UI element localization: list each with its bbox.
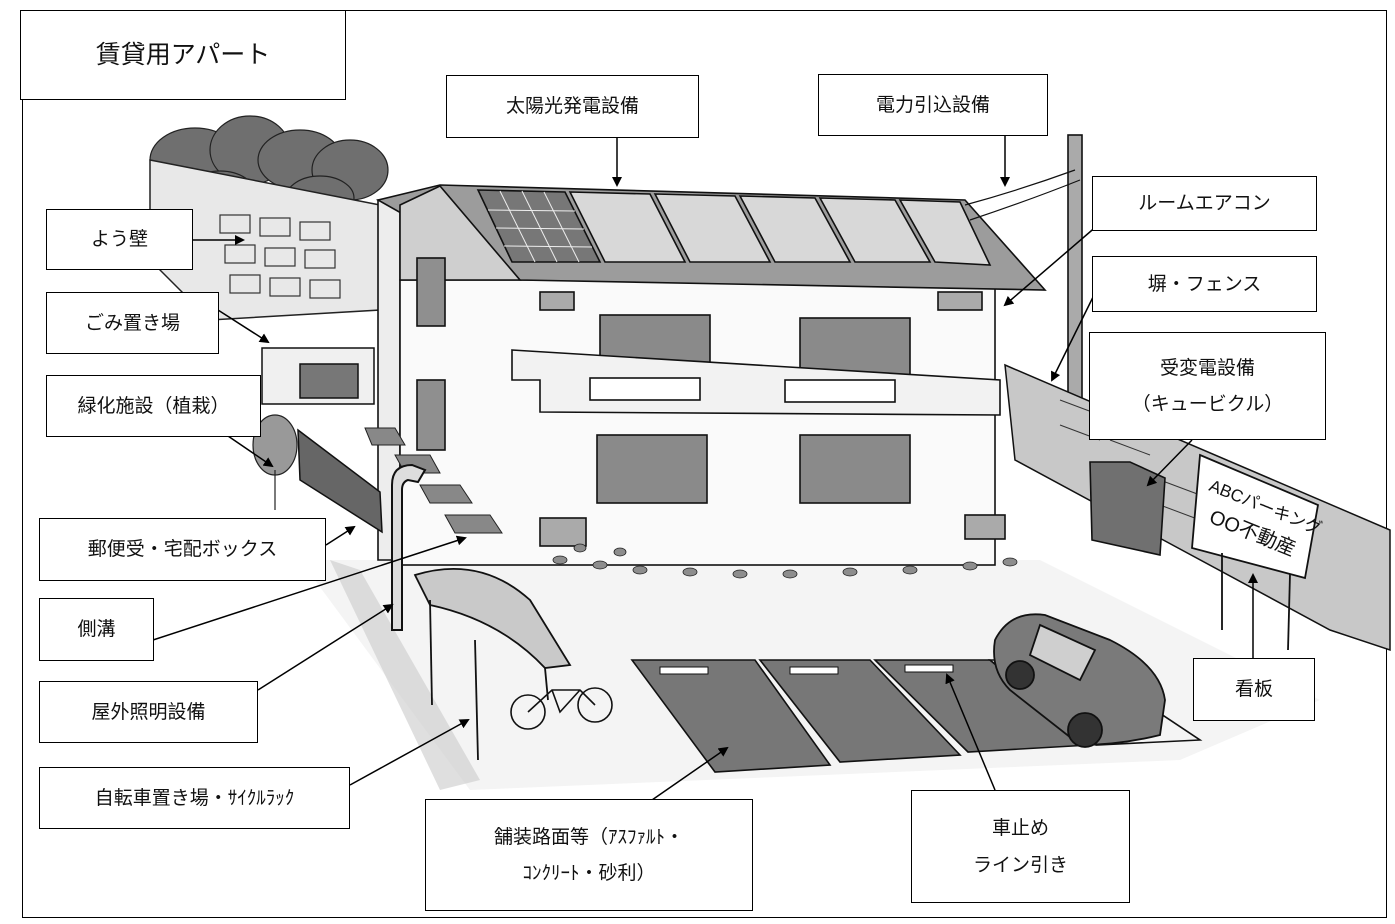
arrow-outdoor-light (257, 603, 394, 691)
arrow-greening (227, 435, 274, 468)
arrow-room-aircon (1003, 224, 1099, 307)
street-lamp (391, 463, 427, 631)
label-power-intake-text: 電力引込設備 (875, 93, 990, 116)
diagram-title: 賃貸用アパート (20, 10, 346, 100)
label-greening-text: 緑化施設（植栽） (77, 394, 230, 417)
leader-arrows (152, 136, 1258, 801)
label-mailbox-text: 郵便受・宅配ボックス (87, 538, 278, 561)
label-wheel-stop-line2: ライン引き (972, 853, 1068, 876)
arrow-wheel-stop (945, 673, 996, 791)
label-retaining-wall: よう壁 (46, 209, 193, 270)
label-greening: 緑化施設（植栽） (46, 375, 261, 437)
label-power-intake: 電力引込設備 (818, 74, 1048, 136)
label-fence: 塀・フェンス (1092, 256, 1317, 312)
label-paving-line2: ｺﾝｸﾘｰﾄ・砂利） (522, 862, 656, 884)
arrow-garbage (217, 309, 270, 344)
label-outdoor-light: 屋外照明設備 (39, 681, 258, 743)
label-paving: 舗装路面等（ｱｽﾌｧﾙﾄ・ ｺﾝｸﾘｰﾄ・砂利） (425, 799, 753, 911)
label-wheel-stop-line1: 車止め (991, 817, 1049, 840)
arrow-bicycle (349, 719, 470, 786)
cubicle-unit (1089, 461, 1166, 556)
car (993, 613, 1166, 748)
label-wheel-stop: 車止め ライン引き (911, 790, 1130, 903)
label-garbage-text: ごみ置き場 (84, 311, 180, 334)
label-solar: 太陽光発電設備 (446, 75, 699, 138)
diagram-title-text: 賃貸用アパート (95, 40, 271, 70)
mailbox-unit (297, 428, 383, 534)
apartment-building (375, 184, 1047, 566)
label-signboard-text: 看板 (1234, 678, 1273, 701)
label-solar-text: 太陽光発電設備 (505, 95, 639, 118)
label-gutter: 側溝 (39, 598, 154, 661)
road-shadow (330, 560, 480, 790)
label-bicycle-text: 自転車置き場・ｻｲｸﾙﾗｯｸ (94, 786, 295, 809)
gravel (552, 543, 1018, 579)
label-bicycle: 自転車置き場・ｻｲｸﾙﾗｯｸ (39, 767, 350, 829)
label-gutter-text: 側溝 (77, 618, 116, 641)
arrow-substation (1146, 439, 1193, 487)
arrow-paving (651, 746, 729, 801)
label-signboard: 看板 (1193, 658, 1315, 721)
label-room-aircon-text: ルームエアコン (1138, 192, 1271, 215)
walkway (364, 427, 503, 534)
arrow-gutter (152, 535, 467, 641)
label-paving-line1: 舗装路面等（ｱｽﾌｧﾙﾄ・ (493, 825, 684, 848)
label-fence-text: 塀・フェンス (1147, 272, 1262, 295)
label-room-aircon: ルームエアコン (1092, 176, 1317, 231)
label-mailbox: 郵便受・宅配ボックス (39, 518, 326, 581)
label-retaining-wall-text: よう壁 (90, 228, 148, 251)
label-garbage: ごみ置き場 (46, 292, 219, 354)
arrow-mailbox (325, 525, 356, 546)
retaining-wall (149, 159, 381, 321)
label-substation-line1: 受変電設備 (1159, 356, 1255, 379)
garbage-station (261, 347, 375, 405)
parking-sign: ABCパーキング OO不動産 (1191, 453, 1324, 651)
label-substation: 受変電設備 （キュービクル） (1089, 332, 1326, 440)
label-outdoor-light-text: 屋外照明設備 (91, 700, 206, 723)
arrow-fence (1051, 286, 1099, 382)
label-substation-line2: （キュービクル） (1131, 393, 1284, 415)
bicycle-shelter (413, 567, 613, 761)
